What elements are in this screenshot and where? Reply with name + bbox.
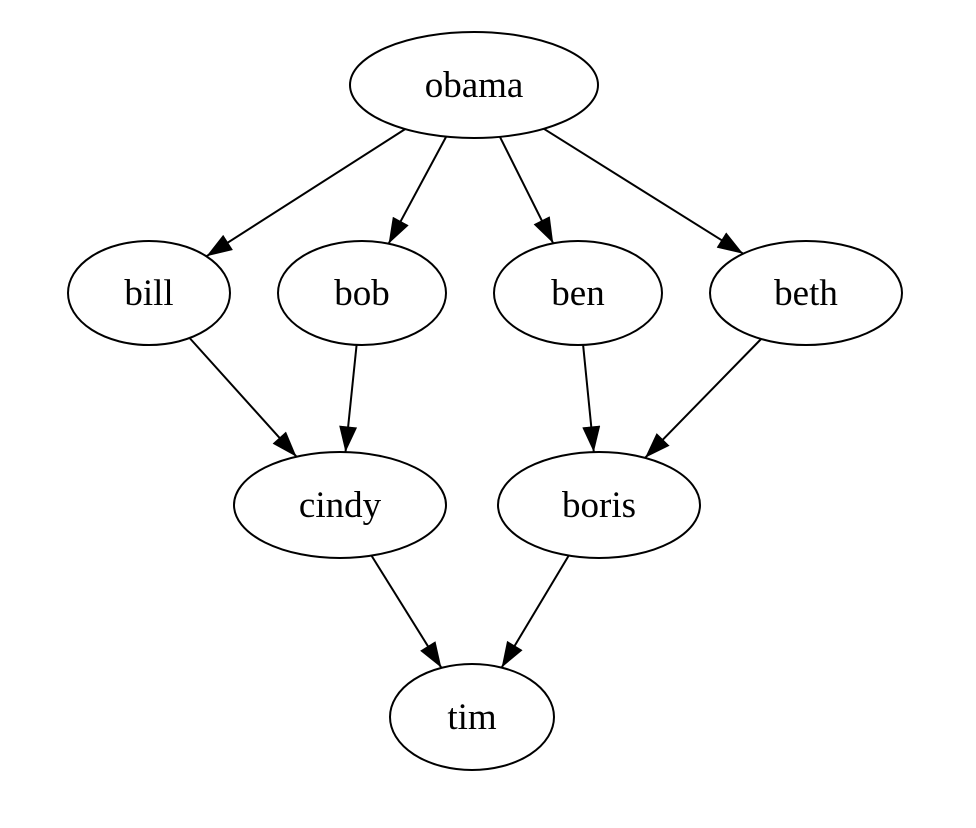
edge-obama-bob xyxy=(387,136,448,245)
node-obama: obama xyxy=(349,31,599,139)
node-ellipse-beth xyxy=(709,240,903,346)
node-label-cindy: cindy xyxy=(299,485,382,526)
nodes-layer: obama bill bob ben beth cindy boris tim xyxy=(67,31,903,771)
node-ellipse-tim xyxy=(389,663,555,771)
edge-cindy-tim xyxy=(370,555,443,669)
node-label-bob: bob xyxy=(334,273,390,314)
edges-layer xyxy=(188,127,762,669)
edge-ben-boris xyxy=(582,344,601,453)
node-ellipse-obama xyxy=(349,31,599,139)
edge-bob-cindy xyxy=(339,344,358,453)
node-ellipse-bill xyxy=(67,240,231,346)
node-bob: bob xyxy=(277,240,447,346)
node-tim: tim xyxy=(389,663,555,771)
node-ellipse-ben xyxy=(493,240,663,346)
node-beth: beth xyxy=(709,240,903,346)
node-ben: ben xyxy=(493,240,663,346)
edge-obama-ben xyxy=(499,136,555,244)
node-label-obama: obama xyxy=(425,65,524,106)
node-bill: bill xyxy=(67,240,231,346)
node-label-ben: ben xyxy=(551,273,604,314)
node-boris: boris xyxy=(497,451,701,559)
edge-beth-boris xyxy=(644,338,762,459)
edge-bill-cindy xyxy=(188,337,298,458)
node-cindy: cindy xyxy=(233,451,447,559)
edge-obama-bill xyxy=(205,128,406,258)
node-label-tim: tim xyxy=(447,697,497,738)
node-label-beth: beth xyxy=(774,273,838,314)
node-ellipse-boris xyxy=(497,451,701,559)
node-ellipse-cindy xyxy=(233,451,447,559)
edge-boris-tim xyxy=(500,555,570,669)
node-label-bill: bill xyxy=(124,273,173,314)
node-label-boris: boris xyxy=(562,485,636,526)
node-ellipse-bob xyxy=(277,240,447,346)
edge-obama-beth xyxy=(543,127,744,255)
